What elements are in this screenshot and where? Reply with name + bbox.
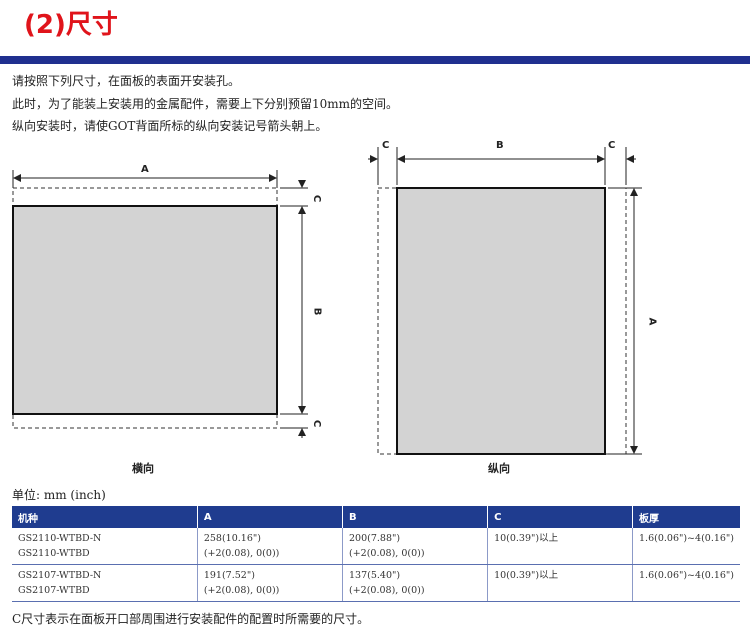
landscape-label-c-top: C [311, 194, 323, 203]
unit-label: 单位: mm (inch) [12, 488, 106, 502]
landscape-label-c-bottom: C [311, 419, 323, 428]
intro-line-2: 此时，为了能装上安装用的金属配件，需要上下分别预留10mm的空间。 [12, 97, 399, 111]
header-band [0, 56, 750, 64]
landscape-caption: 横向 [132, 462, 154, 475]
landscape-label-a: A [141, 164, 149, 175]
intro-line-3: 纵向安装时，请使GOT背面所标的纵向安装记号箭头朝上。 [12, 119, 328, 133]
cell-c: 10(0.39")以上 [487, 528, 634, 565]
col-header-b: B [342, 506, 489, 528]
col-header-c: C [487, 506, 634, 528]
cell-model: GS2107-WTBD-N GS2107-WTBD [12, 564, 198, 602]
table-row: GS2110-WTBD-N GS2110-WTBD 258(10.16") (+… [12, 528, 740, 565]
portrait-label-a: A [646, 317, 658, 326]
footnote: C尺寸表示在面板开口部周围进行安装配件的配置时所需要的尺寸。 [12, 612, 370, 626]
cell-model: GS2110-WTBD-N GS2110-WTBD [12, 528, 198, 565]
landscape-panel [12, 205, 278, 415]
portrait-diagram [368, 147, 642, 455]
table-row: GS2107-WTBD-N GS2107-WTBD 191(7.52") (+2… [12, 564, 740, 602]
col-header-a: A [197, 506, 344, 528]
landscape-label-b: B [311, 307, 323, 316]
cell-thickness: 1.6(0.06")~4(0.16") [632, 564, 740, 602]
intro-line-1: 请按照下列尺寸，在面板的表面开安装孔。 [12, 74, 241, 88]
spec-table: 机种 A B C 板厚 GS2110-WTBD-N GS2110-WTBD 25… [12, 506, 740, 602]
cell-b: 137(5.40") (+2(0.08), 0(0)) [342, 564, 489, 602]
cell-c: 10(0.39")以上 [487, 564, 634, 602]
cell-a: 191(7.52") (+2(0.08), 0(0)) [197, 564, 344, 602]
portrait-label-c-left: C [382, 140, 390, 151]
col-header-thickness: 板厚 [632, 506, 740, 528]
landscape-diagram [12, 170, 308, 438]
cell-thickness: 1.6(0.06")~4(0.16") [632, 528, 740, 565]
portrait-caption: 纵向 [488, 462, 510, 475]
portrait-label-c-right: C [608, 140, 616, 151]
cell-a: 258(10.16") (+2(0.08), 0(0)) [197, 528, 344, 565]
cell-b: 200(7.88") (+2(0.08), 0(0)) [342, 528, 489, 565]
table-header-row: 机种 A B C 板厚 [12, 506, 740, 528]
section-title: (2)尺寸 [24, 10, 118, 40]
col-header-model: 机种 [12, 506, 198, 528]
portrait-label-b: B [496, 140, 504, 151]
portrait-panel [396, 187, 606, 455]
